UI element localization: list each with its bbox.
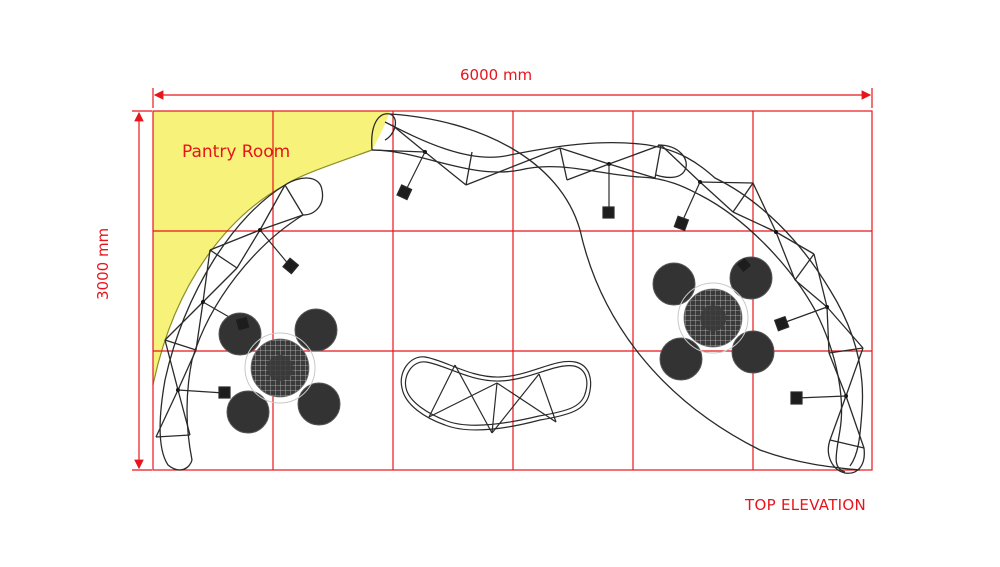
spotlight-icon: [773, 315, 790, 332]
spotlight-icon: [790, 391, 803, 405]
spotlight-icon: [282, 257, 300, 275]
pantry-room-area: [153, 111, 390, 385]
top-truss-nodes: [423, 150, 848, 398]
spotlight-icon: [673, 215, 690, 232]
left-curved-truss: [155, 177, 324, 471]
center-curved-truss-counter: [400, 356, 592, 434]
left-seating-group: [218, 308, 341, 434]
height-dimension-line: [132, 110, 152, 471]
width-dimension-label: 6000 mm: [460, 66, 533, 84]
top-wave-truss: [371, 113, 865, 474]
pantry-room-label: Pantry Room: [182, 142, 291, 162]
spotlight-icon: [396, 184, 413, 201]
spotlight-icon: [218, 386, 231, 399]
height-dimension-label: 3000 mm: [94, 227, 112, 300]
width-dimension-line: [152, 88, 873, 108]
spotlight-icon: [602, 206, 615, 219]
right-seating-group: [652, 256, 775, 381]
view-title: TOP ELEVATION: [745, 496, 867, 514]
sweep-arc: [389, 113, 861, 471]
spotlights: [177, 151, 847, 405]
